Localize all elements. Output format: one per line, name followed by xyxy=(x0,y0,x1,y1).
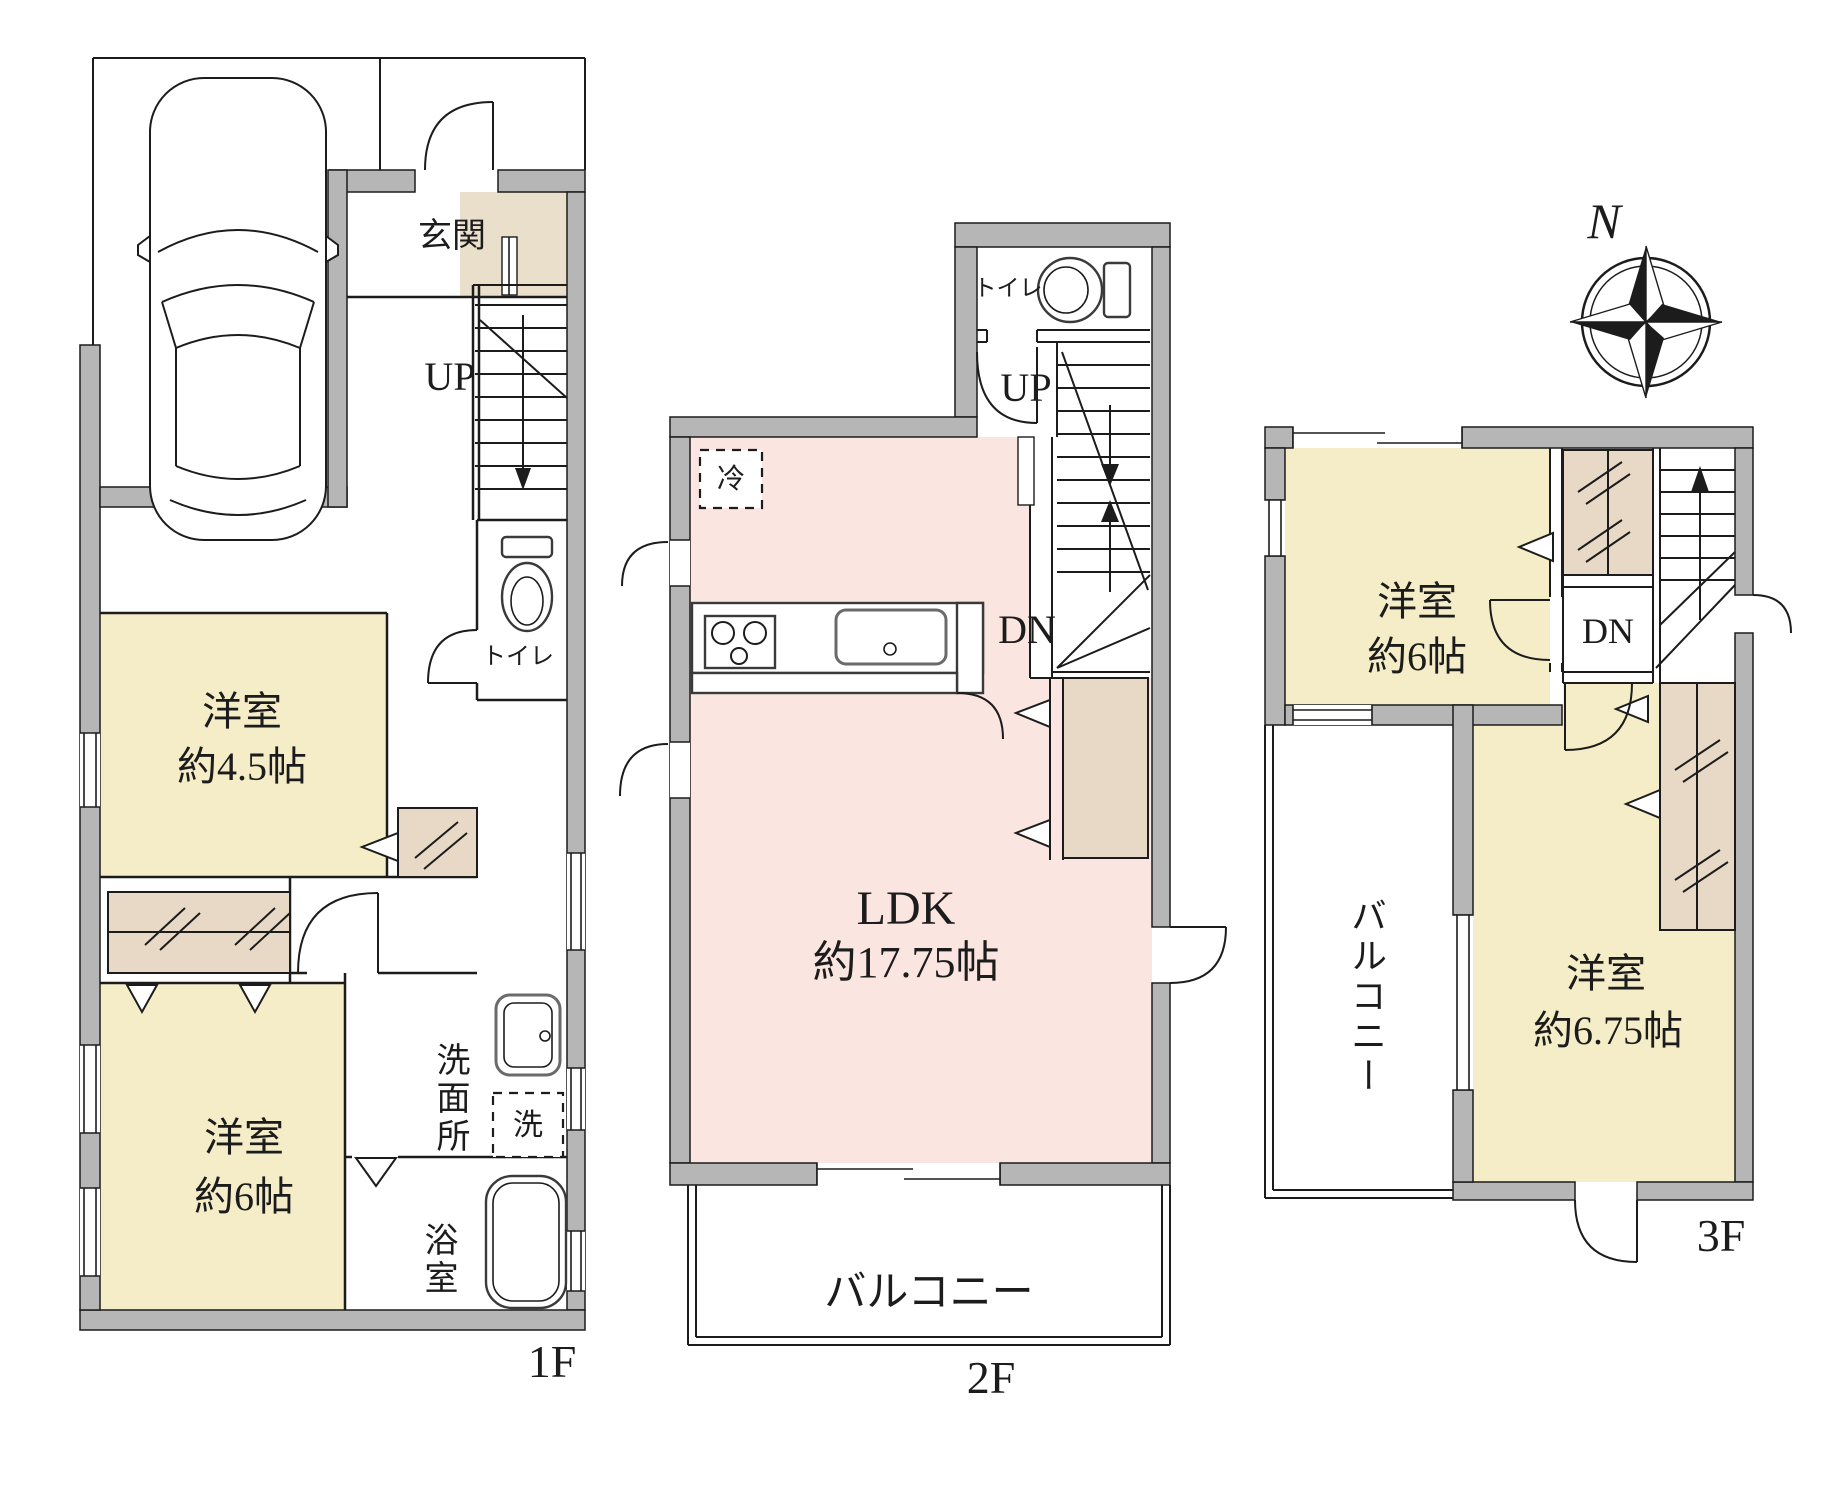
room45-size-label: 約4.5帖 xyxy=(177,744,307,789)
fridge-box xyxy=(698,448,764,510)
stove-icon xyxy=(703,614,777,670)
bathtub-icon xyxy=(484,1174,568,1310)
floor1-plan xyxy=(79,57,586,1331)
storage-door-arrow-2 xyxy=(238,984,272,1015)
stairs-up-label-2f: UP xyxy=(1000,365,1052,410)
stair-arrow-1f xyxy=(515,468,531,490)
storage-1f-hatch xyxy=(108,907,291,951)
windows-2f xyxy=(670,539,1001,1185)
closet-1f-door-arrow xyxy=(359,831,399,863)
room675-name-label: 洋室 xyxy=(1566,951,1646,996)
bathroom-label: 浴室 xyxy=(419,1222,456,1298)
closet-1f-hatch xyxy=(414,821,468,870)
closet-2f-arrow-1 xyxy=(1013,698,1051,729)
fridge-label: 冷 xyxy=(716,464,746,495)
room45-name-label: 洋室 xyxy=(202,689,282,734)
floor2-plan xyxy=(619,222,1227,1346)
room6-size-label-1f: 約6帖 xyxy=(194,1174,294,1219)
casement-arc-1 xyxy=(621,541,669,587)
toilet-label-2f: トイレ xyxy=(973,275,1043,301)
washer-label: 洗 xyxy=(513,1109,543,1142)
windows-1f xyxy=(80,236,585,1292)
floor3-label: 3F xyxy=(1696,1210,1746,1261)
side-door-arc-2f xyxy=(1169,926,1227,984)
room6-name-label-3f: 洋室 xyxy=(1377,579,1457,624)
balcony-label-3f: バルコニー xyxy=(1346,897,1386,1097)
bathroom-door-arrow xyxy=(354,1157,398,1188)
floor2-label: 2F xyxy=(966,1352,1016,1403)
toilet-icon-2f xyxy=(1036,256,1132,324)
stair-arrow-up-2f xyxy=(1101,500,1119,522)
stairs-dn-label-3f: DN xyxy=(1582,611,1634,651)
door-arcs-3f xyxy=(1489,594,1792,1263)
ldk-name-label: LDK xyxy=(856,882,956,935)
balcony-label-2f: バルコニー xyxy=(824,1270,1034,1316)
stair-arrow-up-3f xyxy=(1691,466,1709,492)
stairs-3f xyxy=(1655,469,1736,669)
carport-boundary xyxy=(92,57,586,345)
toilet-label-1f: トイレ xyxy=(482,644,554,670)
closet-2f-arrow-2 xyxy=(1013,818,1051,849)
stair-arrow-down-2f xyxy=(1101,464,1119,486)
sink-icon xyxy=(834,608,948,666)
stairs-up-label-1f: UP xyxy=(424,354,476,399)
entrance-label: 玄関 xyxy=(418,218,486,255)
ldk-size-label: 約17.75帖 xyxy=(812,938,1000,987)
room-4-5-fill xyxy=(100,613,387,877)
closet-2f xyxy=(1062,677,1149,859)
casement-arc-2 xyxy=(619,743,669,797)
storage-door-arrow-1 xyxy=(125,984,159,1015)
car-icon xyxy=(137,77,339,541)
washroom-label: 洗面所 xyxy=(431,1042,468,1156)
walls-2f xyxy=(669,222,1171,1186)
kitchen-counter xyxy=(690,436,1035,740)
room675-size-label: 約6.75帖 xyxy=(1533,1008,1683,1053)
closet-1f xyxy=(397,807,478,878)
room-6-fill xyxy=(100,983,345,1310)
closet-3f-lower-hatch xyxy=(1674,683,1729,930)
toilet-door-arc-1f xyxy=(427,629,478,684)
floor3-plan xyxy=(1264,426,1792,1263)
compass-icon xyxy=(1569,245,1723,399)
windows-3f xyxy=(1265,427,1473,1091)
toilet-icon-1f xyxy=(500,535,554,633)
balcony-2f xyxy=(687,1185,1171,1346)
toilet-door-arc-2f xyxy=(976,347,1038,424)
stairs-dn-label-2f: DN xyxy=(998,607,1056,652)
closet-3f-lower-arrow xyxy=(1623,788,1661,820)
washer-box xyxy=(491,1091,565,1159)
corridor-door-arrow-3f xyxy=(1613,694,1649,724)
room6-name-label-1f: 洋室 xyxy=(204,1115,284,1160)
washroom-door-arc-1f xyxy=(297,892,379,974)
entrance-door-arc xyxy=(424,101,494,171)
balcony-3f xyxy=(1264,725,1453,1199)
compass-north-label: N xyxy=(1587,193,1621,249)
closet-3f-upper-arrow xyxy=(1516,531,1554,563)
washbasin-icon xyxy=(494,993,562,1077)
closet-3f-upper-hatch xyxy=(1577,450,1631,575)
floor1-label: 1F xyxy=(527,1336,577,1387)
room6-size-label-3f: 約6帖 xyxy=(1367,634,1467,679)
kitchen-stub-wall xyxy=(1017,436,1035,506)
stairs-1f xyxy=(473,284,568,490)
room-6-3f-fill xyxy=(1285,448,1550,705)
